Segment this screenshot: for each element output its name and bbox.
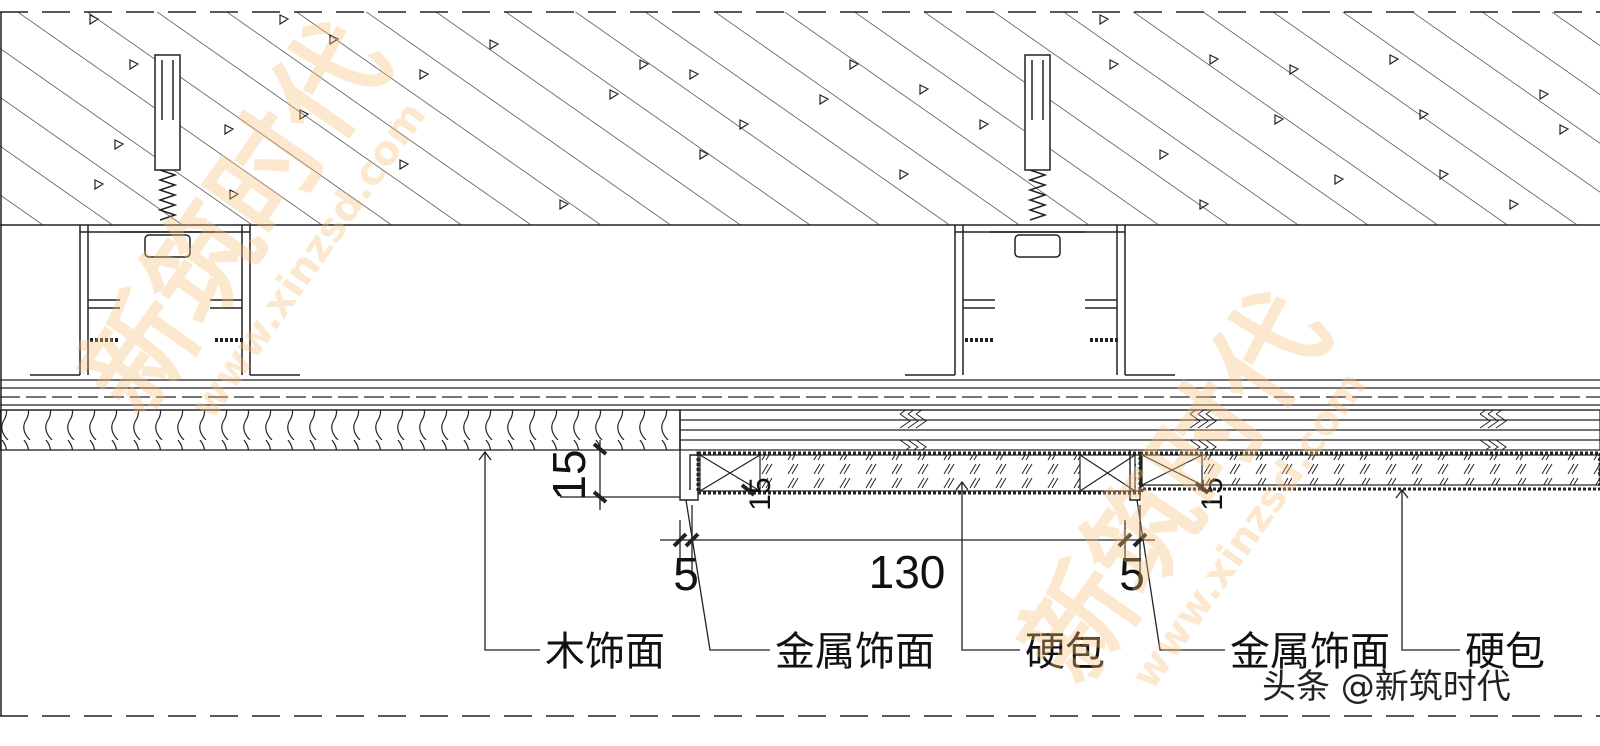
- label-metal-finish-1: 金属饰面: [775, 629, 935, 675]
- label-hard-pack-1: 硬包: [1025, 629, 1105, 675]
- steel-channel-left: [30, 225, 300, 376]
- leader-lines: [478, 450, 1460, 651]
- dim-reveal-depth: 15: [543, 449, 595, 500]
- steel-channel-right: [905, 225, 1175, 376]
- dim-inner-depth-1: 15: [744, 477, 777, 510]
- wood-panel: [0, 409, 681, 451]
- anchor-bolt-right: [990, 54, 1085, 258]
- concrete-slab: [0, 12, 1600, 226]
- hard-pack-panel-2: [1138, 451, 1600, 491]
- label-wood-finish: 木饰面: [545, 629, 665, 675]
- hard-pack-substrate: [679, 409, 1600, 451]
- dim-gap-right: 5: [1119, 548, 1145, 600]
- dim-inner-depth-2: 15: [1196, 477, 1229, 510]
- anchor-bolt-left: [120, 54, 215, 258]
- hard-pack-panel-1: [696, 451, 1144, 495]
- dim-panel-width: 130: [869, 546, 946, 598]
- source-credit: 头条 @新筑时代: [1262, 667, 1511, 707]
- metal-trim: [679, 410, 1141, 501]
- label-metal-finish-2: 金属饰面: [1230, 629, 1390, 675]
- label-hard-pack-2: 硬包: [1465, 629, 1545, 675]
